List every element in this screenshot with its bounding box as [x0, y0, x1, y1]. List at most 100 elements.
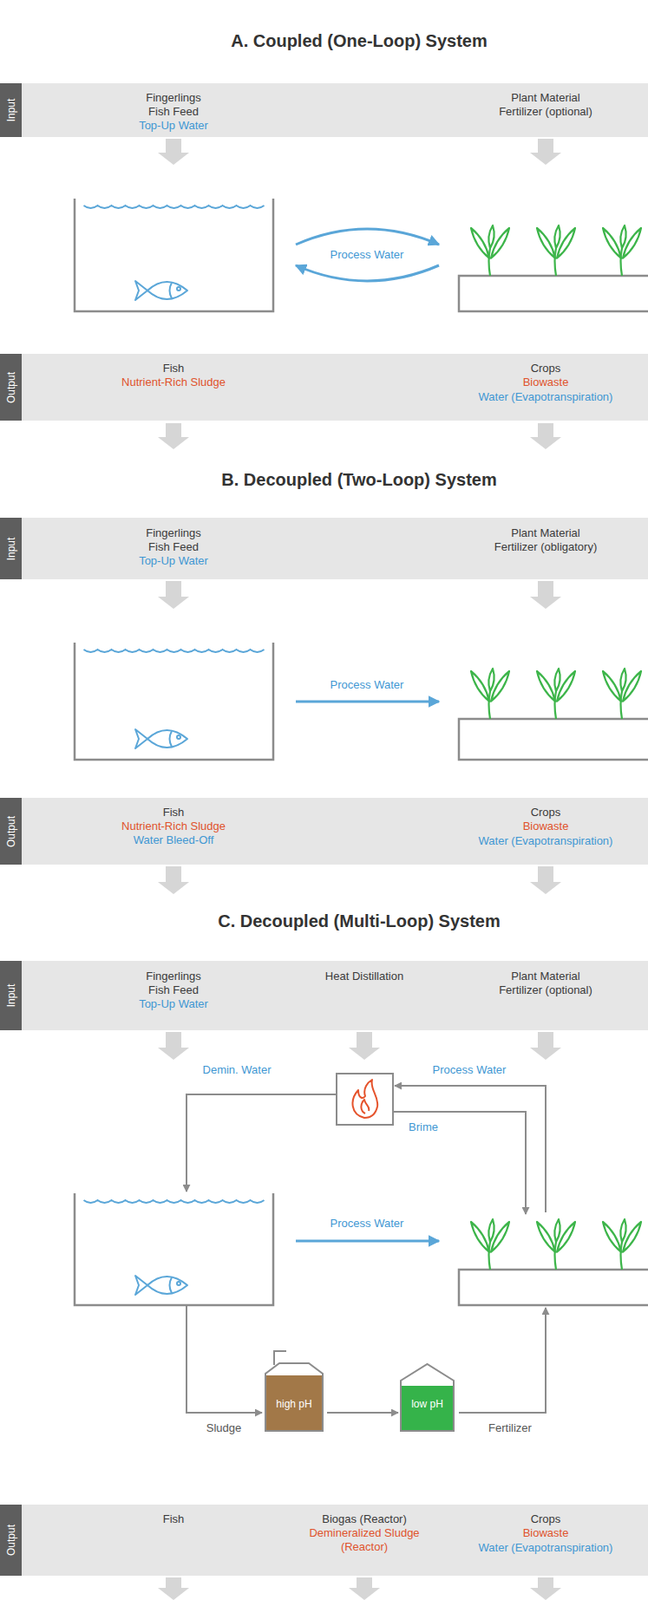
band-tab: Input	[0, 517, 22, 580]
band-tab: Output	[0, 1505, 22, 1577]
process-water-arrow	[295, 265, 439, 282]
plant-leaf	[536, 671, 556, 702]
band-text: Water (Evapotranspiration)	[478, 390, 614, 405]
band-tab: Output	[0, 798, 22, 865]
plant-stem	[489, 248, 491, 276]
plant-stem	[555, 248, 557, 276]
flow-arrow	[157, 1577, 190, 1600]
flow-connector	[327, 1412, 399, 1414]
plant-leaf	[536, 1222, 556, 1253]
section-title: B. Decoupled (Two-Loop) System	[221, 471, 497, 488]
flow-arrow	[530, 1577, 562, 1600]
band-text: Fertilizer (obligatory)	[494, 540, 597, 555]
tab-label: Input	[4, 98, 19, 123]
flow-label: Sludge	[206, 1420, 242, 1437]
input-output-band: FishBiogas (Reactor)Demineralized Sludge…	[0, 1505, 648, 1577]
low-ph-reactor: low pH	[398, 1361, 457, 1434]
plant-icon	[536, 1219, 576, 1270]
plant-leaf	[620, 225, 626, 249]
band-text: Fish	[163, 1512, 185, 1527]
reactor-label: high pH	[275, 1397, 312, 1412]
fish-body	[147, 281, 188, 300]
band-text: Plant Material	[510, 91, 580, 105]
band-text: Fingerlings	[145, 526, 202, 541]
band-text: Biowaste	[523, 375, 570, 390]
band-text: Fingerlings	[145, 91, 202, 105]
plant-leaf	[488, 1219, 494, 1243]
fish-body	[147, 730, 188, 748]
band-tab: Input	[0, 961, 22, 1031]
fish-body	[147, 1276, 188, 1295]
plant-leaf	[488, 225, 494, 249]
fish-eye	[176, 287, 181, 291]
plant-icon	[536, 668, 576, 720]
fish-tank	[74, 1193, 274, 1306]
water-surface	[84, 1200, 265, 1204]
section-title: A. Coupled (One-Loop) System	[230, 32, 488, 49]
fish-gill	[170, 731, 173, 747]
plant-icon	[471, 1219, 510, 1270]
input-output-band: FingerlingsFish FeedTop-Up Water Plant Ma…	[0, 517, 648, 580]
band-text: Nutrient-Rich Sludge	[121, 819, 226, 834]
flow-arrow	[530, 1032, 562, 1061]
band-tab: Output	[0, 353, 22, 421]
plant-leaf	[602, 671, 622, 702]
water-surface	[84, 649, 265, 653]
reactor-outline	[398, 1361, 457, 1434]
band-text: Water (Evapotranspiration)	[478, 1541, 614, 1556]
band-text: Fertilizer (optional)	[498, 983, 593, 998]
band-text: Crops	[530, 361, 562, 376]
tab-label: Output	[4, 371, 19, 403]
band-text: Top-Up Water	[138, 997, 209, 1012]
reactor-label: low pH	[411, 1397, 444, 1412]
flow-arrow	[530, 581, 562, 609]
demin-water-line	[186, 1094, 337, 1192]
flow-arrow	[530, 423, 562, 450]
fish-tank	[74, 198, 274, 312]
reactor-body	[265, 1363, 323, 1432]
plant-icon	[602, 1219, 642, 1270]
flow-arrow	[157, 866, 190, 895]
fish-gill	[170, 1277, 173, 1294]
band-text: Fish	[163, 361, 185, 376]
band-text: Biogas (Reactor)	[321, 1512, 407, 1527]
tab-label: Output	[4, 1525, 19, 1557]
band-text: Top-Up Water	[138, 554, 209, 569]
fish-icon	[135, 1276, 188, 1296]
input-output-band: FishNutrient-Rich SludgeWater Bleed-OffC…	[0, 798, 648, 865]
plant-bed	[458, 719, 648, 760]
input-output-band: FingerlingsFish FeedTop-Up WaterHeat Dis…	[0, 961, 648, 1031]
process-water-arrow	[295, 229, 439, 245]
flow-arrow	[348, 1032, 380, 1061]
flow-label: Process Water	[330, 247, 405, 263]
plant-icon	[536, 225, 576, 276]
plant-leaf	[602, 228, 622, 259]
plant-leaf	[620, 1219, 626, 1243]
plant-icon	[471, 668, 510, 720]
plant-leaf	[554, 668, 560, 692]
band-text: Top-Up Water	[138, 118, 209, 133]
flow-arrow	[157, 581, 190, 609]
brine-line	[392, 1112, 526, 1215]
band-text: Plant Material	[510, 526, 580, 541]
process-water-arrow	[295, 700, 439, 704]
band-text: Fish Feed	[148, 104, 199, 119]
plant-stem	[489, 1242, 491, 1270]
reactor-outline	[261, 1346, 327, 1434]
reactor-liquid	[266, 1375, 322, 1431]
band-text: Fish Feed	[148, 540, 199, 555]
plant-bed	[458, 275, 648, 312]
band-text: Water (Evapotranspiration)	[478, 834, 614, 849]
process-water-line	[394, 1086, 546, 1213]
band-tab: Input	[0, 83, 22, 138]
plant-icon	[471, 225, 510, 276]
fish-eye	[176, 735, 181, 740]
distillation-box	[336, 1073, 393, 1126]
flow-label: Process Water	[330, 677, 405, 694]
plant-leaf	[488, 668, 494, 692]
flow-arrow	[157, 1032, 190, 1061]
tab-label: Input	[4, 536, 19, 561]
plant-stem	[555, 1242, 557, 1270]
plant-stem	[621, 1242, 623, 1270]
band-text: Crops	[530, 805, 562, 820]
